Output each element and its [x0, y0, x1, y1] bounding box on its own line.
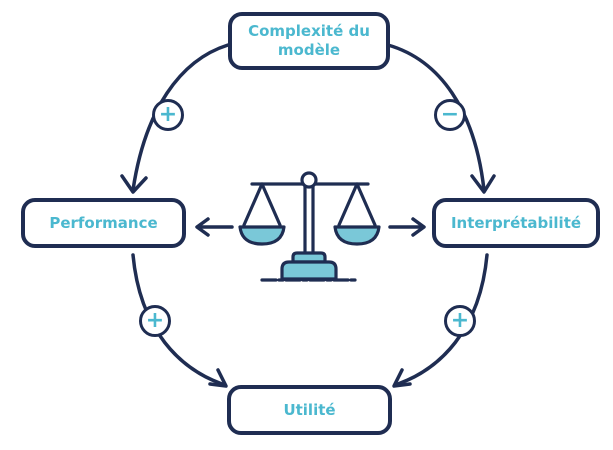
arrowhead-interpretability: [470, 174, 496, 194]
node-utility: Utilité: [227, 385, 392, 435]
node-performance: Performance: [21, 198, 186, 248]
node-interpretability: Interprétabilité: [432, 198, 600, 248]
arrow-performance-to-utility: [131, 253, 227, 387]
node-interpretability-label: Interprétabilité: [450, 213, 582, 232]
badge-minus-complexity-interpretability: −: [434, 99, 466, 131]
balance-scale-icon: [238, 171, 381, 282]
arrowhead-utility-left: [208, 368, 228, 388]
minus-icon: −: [440, 102, 460, 127]
node-utility-label: Utilité: [283, 400, 336, 419]
arrowhead-utility-right: [392, 368, 412, 388]
badge-plus-performance-utility: +: [139, 305, 171, 337]
arrow-complexity-to-interpretability: [386, 43, 486, 192]
plus-icon: +: [145, 308, 165, 333]
arrow-scale-to-performance: [195, 217, 234, 237]
arrow-scale-to-interpretability: [388, 217, 426, 237]
arrowhead-performance: [120, 174, 148, 194]
node-complexity: Complexité du modèle: [228, 12, 390, 70]
arrow-complexity-to-performance: [131, 43, 230, 192]
plus-icon: +: [158, 102, 178, 127]
node-complexity-label: Complexité du modèle: [248, 22, 370, 59]
arrow-interpretability-to-utility: [393, 253, 489, 387]
node-performance-label: Performance: [49, 213, 158, 232]
plus-icon: +: [450, 308, 470, 333]
badge-plus-interpretability-utility: +: [444, 305, 476, 337]
badge-plus-complexity-performance: +: [152, 99, 184, 131]
